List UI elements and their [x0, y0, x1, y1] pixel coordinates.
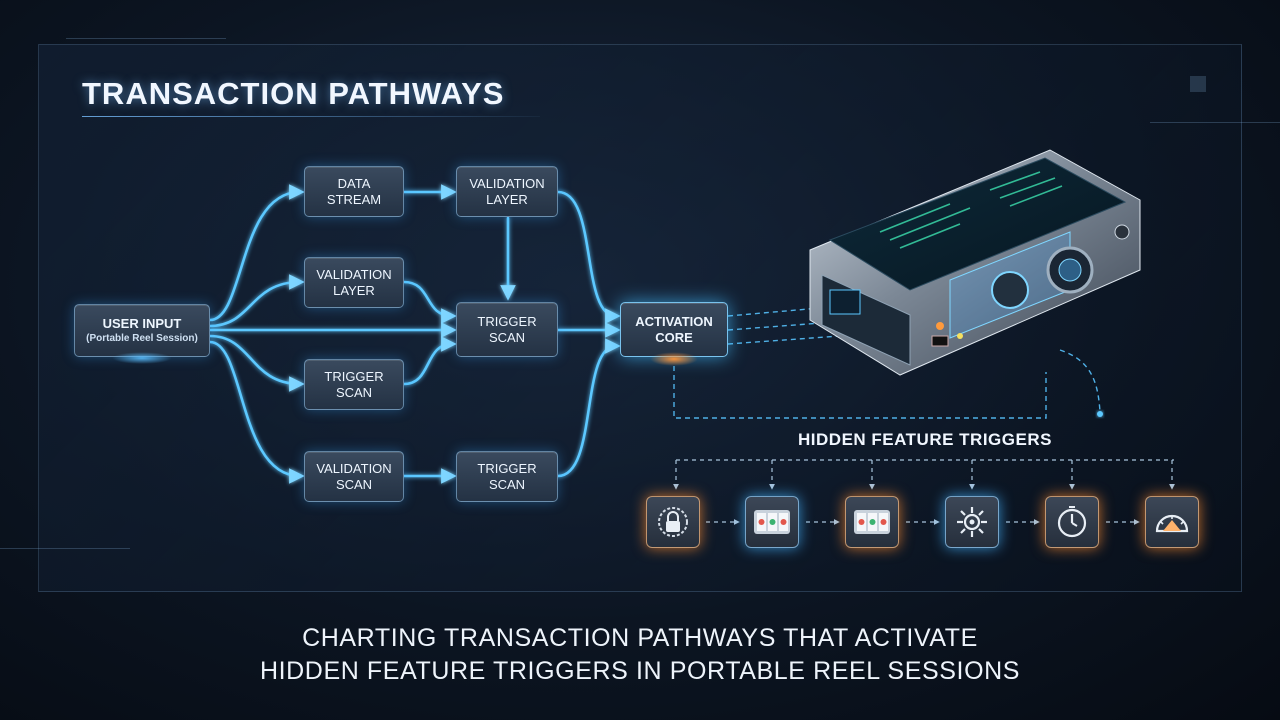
connector-dot	[1097, 411, 1103, 417]
link-device-to-triggers	[1059, 349, 1101, 413]
node-label: SCAN	[335, 476, 373, 492]
decor-square	[1190, 76, 1206, 92]
link-trigger-scan-lower-to-trigger-scan	[402, 336, 457, 386]
link-user-to-validation-layer	[208, 274, 305, 328]
node-label: LAYER	[486, 191, 528, 207]
node-label: SCAN	[488, 476, 526, 492]
trigger-tile	[1145, 496, 1199, 548]
node-label: SCAN	[335, 384, 373, 400]
node-trigger-scan-lower: TRIGGER SCAN	[304, 359, 404, 410]
glow-accent	[112, 352, 172, 364]
link-user-to-trigger-scan-lower	[208, 334, 305, 392]
decor-line	[0, 548, 130, 549]
node-data-stream: DATA STREAM	[304, 166, 404, 217]
node-sublabel: (Portable Reel Session)	[86, 332, 198, 344]
link-validation-layer-top-to-activation	[556, 190, 621, 324]
gear-burst-icon	[957, 507, 987, 537]
node-validation-layer-top: VALIDATION LAYER	[456, 166, 558, 217]
link-trigger-scan-bottom-to-activation	[556, 338, 621, 478]
node-label: LAYER	[333, 282, 375, 298]
trigger-tile	[745, 496, 799, 548]
node-label: STREAM	[326, 191, 382, 207]
node-label: TRIGGER	[477, 313, 537, 329]
node-activation-core: ACTIVATION CORE	[620, 302, 728, 357]
node-label: ACTIVATION	[635, 313, 713, 329]
hidden-feature-triggers-title: HIDDEN FEATURE TRIGGERS	[798, 430, 1052, 449]
node-label: SCAN	[488, 329, 526, 345]
trigger-tile	[845, 496, 899, 548]
page-title: TRANSACTION PATHWAYS	[82, 76, 505, 111]
portable-device-illustration	[809, 149, 1141, 376]
decor-line	[1150, 122, 1280, 123]
link-activation-to-device	[727, 307, 821, 317]
node-user-input: USER INPUT (Portable Reel Session)	[74, 304, 210, 357]
node-label: VALIDATION	[469, 175, 545, 191]
node-validation-scan: VALIDATION SCAN	[304, 451, 404, 502]
link-user-to-validation-scan	[208, 340, 305, 484]
stopwatch-icon	[1057, 506, 1087, 538]
reel-slots-icon	[854, 510, 890, 534]
node-label: VALIDATION	[316, 266, 392, 282]
link-user-to-data-stream	[208, 184, 305, 322]
reel-slots-icon	[754, 510, 790, 534]
padlock-icon	[658, 507, 688, 537]
caption-line: HIDDEN FEATURE TRIGGERS IN PORTABLE REEL…	[259, 657, 1021, 685]
node-label: CORE	[655, 329, 693, 345]
node-trigger-scan-bottom: TRIGGER SCAN	[456, 451, 558, 502]
caption-line: CHARTING TRANSACTION PATHWAYS THAT ACTIV…	[302, 624, 978, 652]
node-label: VALIDATION	[316, 460, 392, 476]
node-label: TRIGGER	[324, 368, 384, 384]
link-validation-layer-to-trigger-scan	[402, 280, 457, 324]
node-trigger-scan-center: TRIGGER SCAN	[456, 302, 558, 357]
speed-gauge-icon	[1155, 514, 1189, 533]
node-label: DATA	[337, 175, 371, 191]
trigger-tile	[945, 496, 999, 548]
node-label: TRIGGER	[477, 460, 537, 476]
title-underline	[82, 116, 540, 117]
caption: CHARTING TRANSACTION PATHWAYS THAT ACTIV…	[0, 622, 1280, 688]
node-label: USER INPUT	[102, 315, 182, 331]
glow-accent	[650, 352, 698, 366]
link-activation-to-device	[727, 335, 841, 345]
decor-line	[66, 38, 226, 39]
link-activation-to-triggers	[673, 366, 1047, 419]
trigger-tile	[1045, 496, 1099, 548]
trigger-tile	[646, 496, 700, 548]
node-validation-layer-mid: VALIDATION LAYER	[304, 257, 404, 308]
